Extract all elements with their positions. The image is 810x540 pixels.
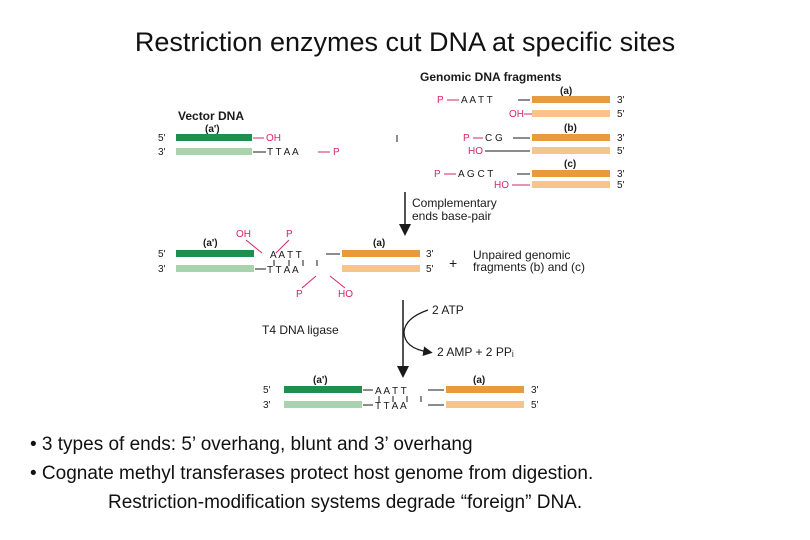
annealed-right-3: 3' bbox=[426, 249, 434, 260]
vector-dna: Vector DNA (a') 5' OH 3' T T A A P bbox=[158, 109, 340, 158]
ligase-curve bbox=[403, 309, 433, 356]
fragment-b-top-strand bbox=[532, 134, 610, 141]
fragment-a-tag: (a) bbox=[560, 86, 572, 97]
fragment-c-top-seq: A G C T bbox=[458, 169, 493, 180]
fragment-c-tag: (c) bbox=[564, 159, 576, 170]
annealed-oh: OH bbox=[236, 229, 251, 240]
vector-tag: (a') bbox=[205, 124, 220, 135]
step1-label-line2: ends base-pair bbox=[412, 209, 491, 223]
annealed-vector-bot bbox=[176, 265, 254, 272]
ligated-bot-seq: T T A A bbox=[375, 401, 407, 412]
fragment-a-bot-strand bbox=[532, 110, 610, 117]
fragment-b-top-label: P bbox=[463, 133, 470, 144]
annealed-vector-top bbox=[176, 250, 254, 257]
annealed-ho-link bbox=[329, 275, 346, 289]
genomic-heading: Genomic DNA fragments bbox=[420, 70, 562, 84]
fragment-b-top-3: 3' bbox=[617, 133, 625, 144]
genomic-fragment-b: (b) P C G 3' HO 5' bbox=[463, 123, 625, 157]
ligase-label: T4 DNA ligase bbox=[262, 323, 339, 337]
fragment-a-top-label: P bbox=[437, 95, 444, 106]
ligated-genomic-tag: (a) bbox=[473, 375, 485, 386]
ligated-product: (a') (a) 5' A A T T 3' 3' T T A A 5' bbox=[263, 375, 539, 412]
annealed-p-bot-link bbox=[301, 275, 317, 289]
annealed-top-seq: A A T T bbox=[270, 250, 302, 261]
fragment-c-top-strand bbox=[532, 170, 610, 177]
annealed-p-top: P bbox=[286, 229, 293, 240]
annealed-p-top-link bbox=[275, 239, 290, 254]
annealed-left-5: 5' bbox=[158, 249, 166, 260]
ligated-vector-bot bbox=[284, 401, 362, 408]
fragment-a-top-seq: A A T T bbox=[461, 95, 493, 106]
ligated-left-5: 5' bbox=[263, 385, 271, 396]
ligated-vector-top bbox=[284, 386, 362, 393]
step1-label-line1: Complementary bbox=[412, 196, 497, 210]
vector-bot-end: P bbox=[333, 147, 340, 158]
bullet-methyl-transferases: • Cognate methyl transferases protect ho… bbox=[30, 463, 594, 484]
ligated-vector-tag: (a') bbox=[313, 375, 328, 386]
ligated-right-5: 5' bbox=[531, 400, 539, 411]
annealed-left-3: 3' bbox=[158, 264, 166, 275]
vector-top-end: OH bbox=[266, 133, 281, 144]
fragment-c-bot-strand bbox=[532, 181, 610, 188]
annealed-oh-link bbox=[245, 239, 263, 254]
vector-bot-strand bbox=[176, 148, 252, 155]
genomic-fragment-c: (c) P A G C T 3' HO 5' bbox=[434, 159, 625, 191]
fragment-b-tag: (b) bbox=[564, 123, 577, 134]
annealed-bot-seq: T T A A bbox=[267, 265, 299, 276]
fragment-b-top-seq: C G bbox=[485, 133, 503, 144]
bullet-end-types: • 3 types of ends: 5’ overhang, blunt an… bbox=[30, 434, 473, 455]
annealed-ho: HO bbox=[338, 289, 353, 300]
unpaired-line1: Unpaired genomic bbox=[473, 248, 570, 262]
fragment-c-top-3: 3' bbox=[617, 169, 625, 180]
annealed-right-5: 5' bbox=[426, 264, 434, 275]
fragment-b-bot-label: HO bbox=[468, 146, 483, 157]
unpaired-line2: fragments (b) and (c) bbox=[473, 260, 585, 274]
annealed-vector-tag: (a') bbox=[203, 238, 218, 249]
annealed-complex: OH P (a') (a) 5' A A T T 3' 3' T T A A 5… bbox=[158, 229, 585, 300]
annealed-genomic-tag: (a) bbox=[373, 238, 385, 249]
genomic-fragment-a: (a) P A A T T 3' OH 5' bbox=[437, 86, 625, 120]
annealed-p-bot: P bbox=[296, 289, 303, 300]
fragment-b-bot-strand bbox=[532, 147, 610, 154]
cloning-diagram: Genomic DNA fragments (a) P A A T T 3' O… bbox=[158, 70, 625, 412]
vector-top-strand bbox=[176, 134, 252, 141]
vector-bot-seq: T T A A bbox=[267, 147, 299, 158]
fragment-c-top-label: P bbox=[434, 169, 441, 180]
vector-top-5: 5' bbox=[158, 133, 166, 144]
annealed-genomic-top bbox=[342, 250, 420, 257]
bullet-restriction-modification: Restriction-modification systems degrade… bbox=[108, 492, 583, 513]
ligase-products: 2 AMP + 2 PPᵢ bbox=[437, 345, 514, 359]
fragment-b-bot-5: 5' bbox=[617, 146, 625, 157]
fragment-a-top-strand bbox=[532, 96, 610, 103]
annealed-genomic-bot bbox=[342, 265, 420, 272]
fragment-a-bot-5: 5' bbox=[617, 109, 625, 120]
fragment-c-bot-label: HO bbox=[494, 180, 509, 191]
fragment-c-bot-5: 5' bbox=[617, 180, 625, 191]
bullet-list: • 3 types of ends: 5’ overhang, blunt an… bbox=[30, 430, 593, 517]
ligated-right-3: 3' bbox=[531, 385, 539, 396]
fragment-a-bot-label: OH bbox=[509, 109, 524, 120]
vector-heading: Vector DNA bbox=[178, 109, 244, 123]
ligase-atp: 2 ATP bbox=[432, 303, 464, 317]
annealed-plus: + bbox=[449, 255, 457, 271]
fragment-a-top-3: 3' bbox=[617, 95, 625, 106]
ligated-genomic-bot bbox=[446, 401, 524, 408]
ligated-genomic-top bbox=[446, 386, 524, 393]
ligated-top-seq: A A T T bbox=[375, 386, 407, 397]
vector-bot-3: 3' bbox=[158, 147, 166, 158]
ligated-left-3: 3' bbox=[263, 400, 271, 411]
slide-title: Restriction enzymes cut DNA at specific … bbox=[134, 27, 676, 57]
